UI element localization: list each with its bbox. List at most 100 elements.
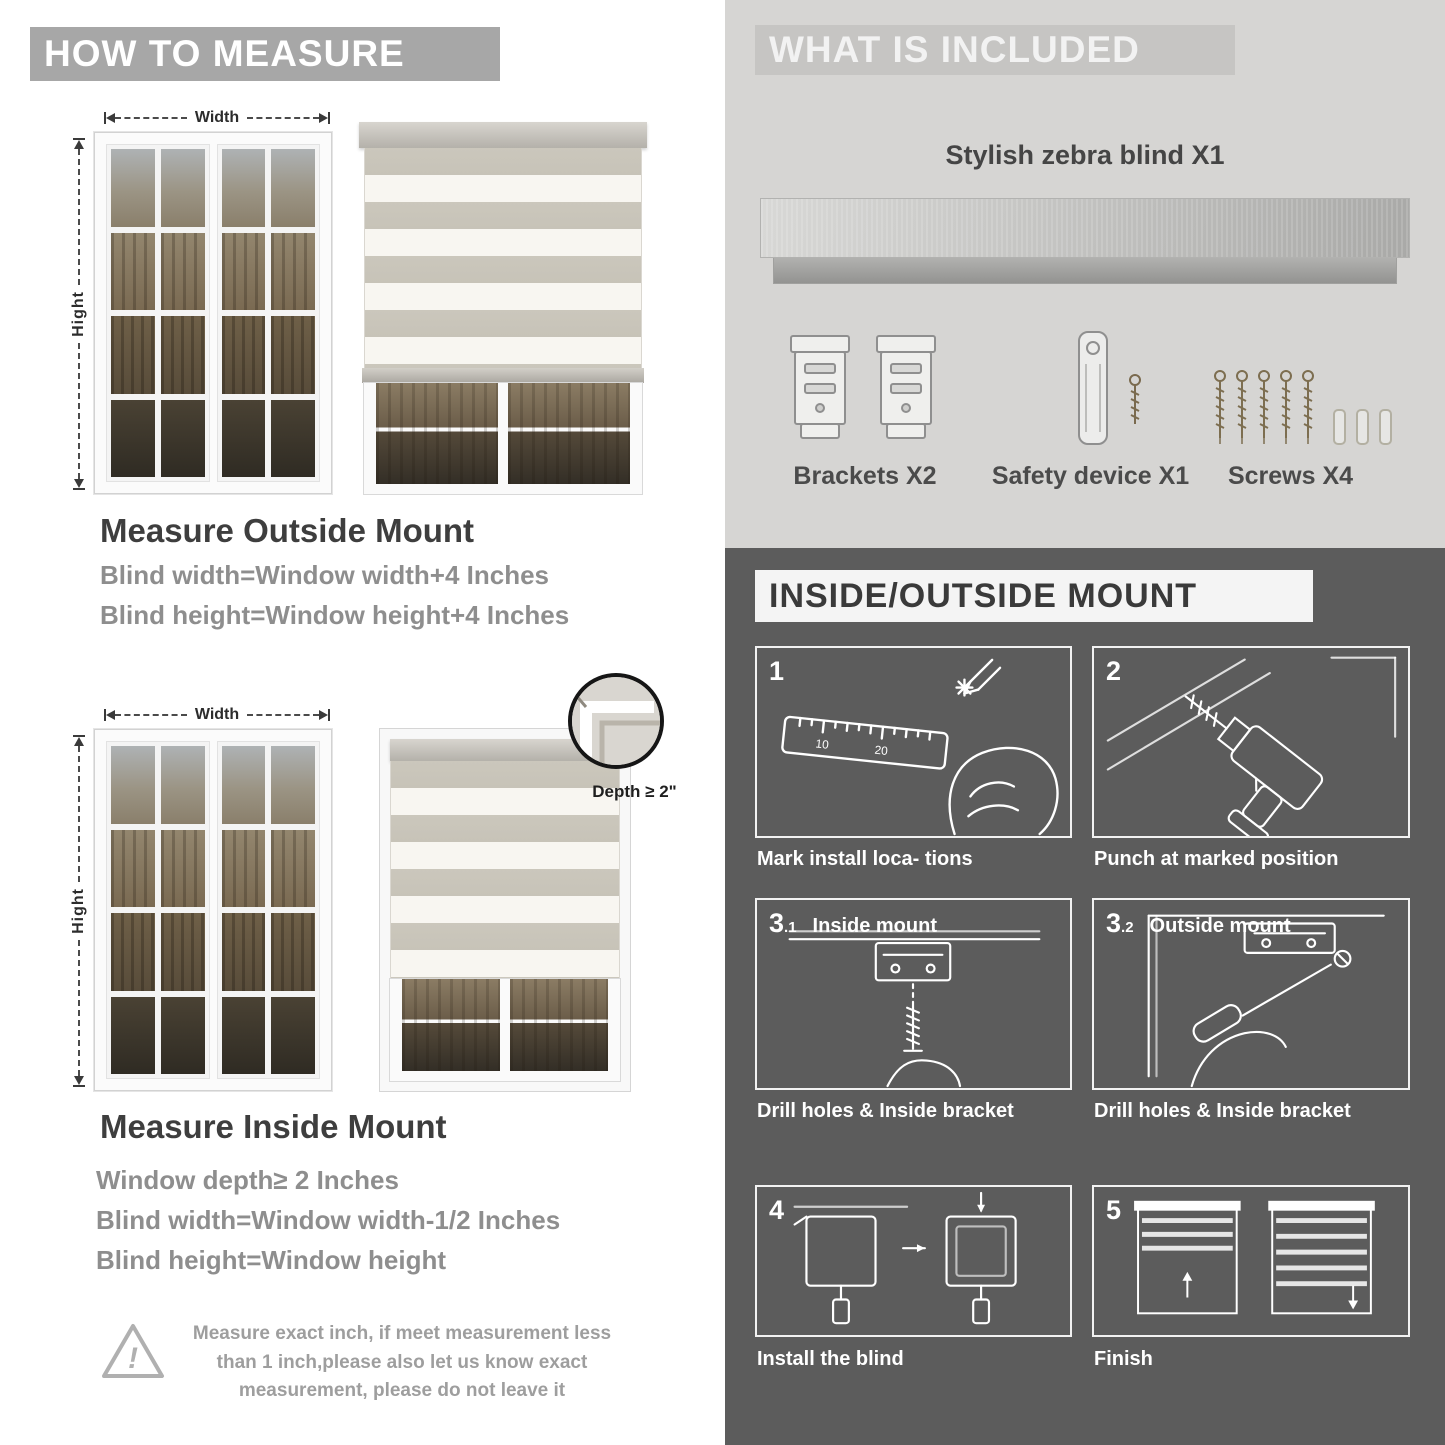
- arrow-up-head: [74, 737, 84, 746]
- outside-bracket-illustration: [1147, 914, 1385, 1088]
- step-panel-2: 2: [1092, 646, 1410, 838]
- window-pane: [221, 829, 266, 907]
- window-pane: [160, 746, 205, 824]
- step-number: 3 .1 Inside mount: [769, 908, 937, 939]
- step-panel-5: 5: [1092, 1185, 1410, 1337]
- svg-text:20: 20: [874, 743, 889, 758]
- step-inner-label: Outside mount: [1149, 915, 1291, 937]
- what-is-included-header: WHAT IS INCLUDED: [755, 25, 1235, 75]
- arrow-dashed-line: [78, 746, 80, 883]
- step-number-main: 4: [769, 1195, 785, 1225]
- width-arrow-outside: Width: [104, 109, 330, 126]
- arrow-dashed-line: [115, 714, 187, 716]
- window-pane: [271, 913, 315, 991]
- window-pane: [221, 149, 266, 227]
- arrow-dashed-line: [115, 117, 187, 119]
- step-number: 5: [1106, 1195, 1137, 1226]
- blind-cassette: [359, 122, 647, 148]
- arrow-right-head: [319, 710, 328, 720]
- mount-instructions-section: INSIDE/OUTSIDE MOUNT 1: [725, 548, 1445, 1445]
- step-caption-3-1: Drill holes & Inside bracket: [757, 1100, 1014, 1122]
- window-pane: [271, 399, 315, 477]
- step-panel-3-2: 3 .2 Outside mount: [1092, 898, 1410, 1090]
- blind-bottom-rail: [362, 368, 644, 383]
- outside-mount-title: Measure Outside Mount: [100, 512, 475, 549]
- safety-device-icon: [1078, 331, 1141, 445]
- window-pane: [271, 316, 315, 394]
- arrow-dashed-line: [78, 939, 80, 1076]
- step-number-main: 3: [769, 908, 785, 938]
- step-number: 2: [1106, 656, 1137, 687]
- window-pane: [160, 399, 205, 477]
- window-pane: [271, 746, 315, 824]
- step-number-main: 3: [1106, 908, 1122, 938]
- window-pane: [111, 149, 155, 227]
- window-pane: [221, 316, 266, 394]
- warning-text: Measure exact inch, if meet measurement …: [192, 1323, 612, 1401]
- zebra-blind-outside-mount: [359, 122, 647, 494]
- outside-formula-height: Blind height=Window height+4 Inches: [100, 600, 570, 630]
- arrow-dashed-line: [247, 714, 319, 716]
- arrow-left-head: [106, 710, 115, 720]
- window-corner-detail-icon: [572, 677, 660, 765]
- height-arrow-outside: Hight: [66, 138, 92, 490]
- blind-cassette-valance: [773, 258, 1397, 284]
- step-caption-3-2: Drill holes & Inside bracket: [1094, 1100, 1351, 1122]
- window-pane: [111, 746, 155, 824]
- window-pane: [111, 316, 155, 394]
- window-pane: [111, 996, 155, 1074]
- window-sash: [106, 741, 210, 1079]
- step-number: 4: [769, 1195, 800, 1226]
- height-label: Hight: [70, 291, 87, 337]
- mount-header: INSIDE/OUTSIDE MOUNT: [755, 570, 1313, 622]
- blind-cassette-product: [760, 198, 1410, 258]
- arrow-end-tick: [73, 138, 85, 140]
- window-pane: [271, 232, 315, 310]
- arrow-up-head: [74, 140, 84, 149]
- blind-stripes: [364, 148, 642, 368]
- step-caption-4: Install the blind: [757, 1348, 904, 1370]
- arrow-end-tick: [328, 112, 330, 124]
- window-pane: [111, 399, 155, 477]
- step-number-main: 2: [1106, 656, 1122, 686]
- arrow-dashed-line: [78, 149, 80, 286]
- height-arrow-inside: Hight: [66, 735, 92, 1087]
- window-pane: [221, 232, 266, 310]
- width-label: Width: [194, 706, 240, 723]
- arrow-left-head: [106, 113, 115, 123]
- inside-formula-height: Blind height=Window height: [96, 1245, 446, 1275]
- what-is-included-section: WHAT IS INCLUDED Stylish zebra blind X1: [725, 0, 1445, 548]
- arrow-end-tick: [104, 112, 106, 124]
- arrow-down-head: [74, 1076, 84, 1085]
- window-pane: [271, 996, 315, 1074]
- window-pane: [271, 829, 315, 907]
- depth-label: Depth ≥ 2": [592, 782, 677, 801]
- drill-illustration: [1106, 656, 1397, 836]
- mark-location-illustration: 10 20: [781, 658, 1059, 836]
- step-number-sub: .2: [1121, 919, 1134, 936]
- arrow-down-head: [74, 479, 84, 488]
- step-caption-1: Mark install loca- tions: [757, 848, 973, 870]
- window-pane: [221, 996, 266, 1074]
- window-pane: [111, 829, 155, 907]
- step-inner-label: Inside mount: [812, 915, 937, 937]
- height-label: Hight: [70, 888, 87, 934]
- arrow-right-head: [319, 113, 328, 123]
- window-pane: [221, 746, 266, 824]
- how-to-measure-section: HOW TO MEASURE Width Hight: [0, 0, 710, 1445]
- arrow-dashed-line: [247, 117, 319, 119]
- arrow-end-tick: [73, 488, 85, 490]
- window-sash: [106, 144, 210, 482]
- warning-icon: !: [100, 1320, 166, 1387]
- window-pane: [160, 316, 205, 394]
- window-pane: [221, 399, 266, 477]
- step-caption-2: Punch at marked position: [1094, 848, 1339, 870]
- step-panel-3-1: 3 .1 Inside mount: [755, 898, 1072, 1090]
- brackets-label: Brackets X2: [793, 462, 937, 490]
- window-pane: [111, 913, 155, 991]
- step-number-main: 1: [769, 656, 785, 686]
- window-pane: [160, 913, 205, 991]
- window-below-blind: [364, 383, 642, 494]
- step-panel-4: 4: [755, 1185, 1072, 1337]
- window-sash: [216, 741, 320, 1079]
